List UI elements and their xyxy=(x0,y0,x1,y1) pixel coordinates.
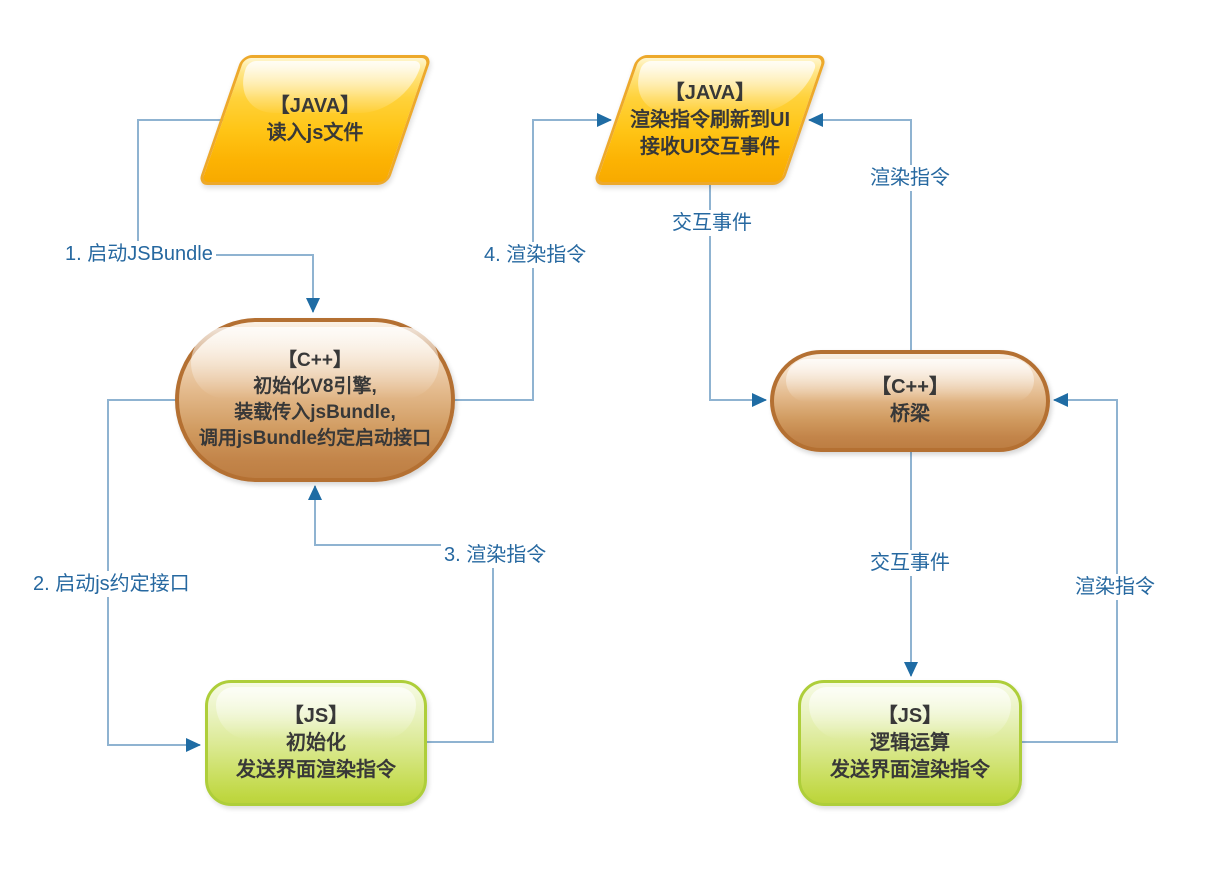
edge-label-interaction-event-top: 交互事件 xyxy=(669,210,755,236)
node-js-logic: 【JS】 逻辑运算 发送界面渲染指令 xyxy=(798,680,1022,806)
connector-js-to-bridge-render xyxy=(1018,393,1118,743)
js-init-shape xyxy=(205,680,427,806)
node-line: 发送界面渲染指令 xyxy=(236,758,396,781)
node-line: 初始化 xyxy=(286,731,346,754)
java-ui-text: 【JAVA】 渲染指令刷新到UI 接收UI交互事件 xyxy=(615,55,805,185)
node-line: 初始化V8引擎, xyxy=(253,376,377,397)
node-title: 【C++】 xyxy=(278,350,352,371)
node-line: 渲染指令刷新到UI xyxy=(630,108,790,131)
connector-java-to-bridge-event xyxy=(709,180,767,407)
edge-label-start-js-interface: 2. 启动js约定接口 xyxy=(30,571,193,597)
node-line: 接收UI交互事件 xyxy=(640,135,780,158)
node-line: 桥梁 xyxy=(890,403,930,425)
node-title: 【JAVA】 xyxy=(664,81,756,104)
node-java-read-js: 【JAVA】 读入js文件 xyxy=(197,55,433,185)
edge-label-render-command-right-bottom: 渲染指令 xyxy=(1072,574,1158,600)
cpp-v8-text: 【C++】 初始化V8引擎, 装载传入jsBundle, 调用jsBundle约… xyxy=(175,318,455,482)
node-title: 【JAVA】 xyxy=(269,95,361,117)
edge-label-start-jsbundle: 1. 启动JSBundle xyxy=(62,241,216,267)
node-title: 【JS】 xyxy=(877,704,943,727)
connector-bridge-to-java-render xyxy=(808,113,912,355)
js-logic-shape xyxy=(798,680,1022,806)
js-logic-text: 【JS】 逻辑运算 发送界面渲染指令 xyxy=(798,680,1022,806)
js-init-text: 【JS】 初始化 发送界面渲染指令 xyxy=(205,680,427,806)
edge-label-render-command-3: 3. 渲染指令 xyxy=(441,542,550,568)
node-js-init: 【JS】 初始化 发送界面渲染指令 xyxy=(205,680,427,806)
node-cpp-v8: 【C++】 初始化V8引擎, 装载传入jsBundle, 调用jsBundle约… xyxy=(175,318,455,482)
node-cpp-bridge: 【C++】 桥梁 xyxy=(770,350,1050,452)
node-line: 读入js文件 xyxy=(266,122,364,144)
cpp-bridge-text: 【C++】 桥梁 xyxy=(770,350,1050,452)
node-title: 【C++】 xyxy=(871,376,949,398)
edge-label-render-command-right-top: 渲染指令 xyxy=(867,165,953,191)
node-line: 装载传入jsBundle, xyxy=(234,402,396,423)
node-line: 发送界面渲染指令 xyxy=(830,758,990,781)
node-title: 【JS】 xyxy=(283,704,349,727)
edge-label-interaction-event-bottom: 交互事件 xyxy=(867,550,953,576)
node-line: 调用jsBundle约定启动接口 xyxy=(198,428,432,449)
java-read-js-text: 【JAVA】 读入js文件 xyxy=(220,55,410,185)
node-java-ui: 【JAVA】 渲染指令刷新到UI 接收UI交互事件 xyxy=(592,55,828,185)
node-line: 逻辑运算 xyxy=(870,731,950,754)
edge-label-render-command-4: 4. 渲染指令 xyxy=(481,242,590,268)
cpp-bridge-shape xyxy=(770,350,1050,452)
cpp-v8-shape xyxy=(175,318,455,482)
